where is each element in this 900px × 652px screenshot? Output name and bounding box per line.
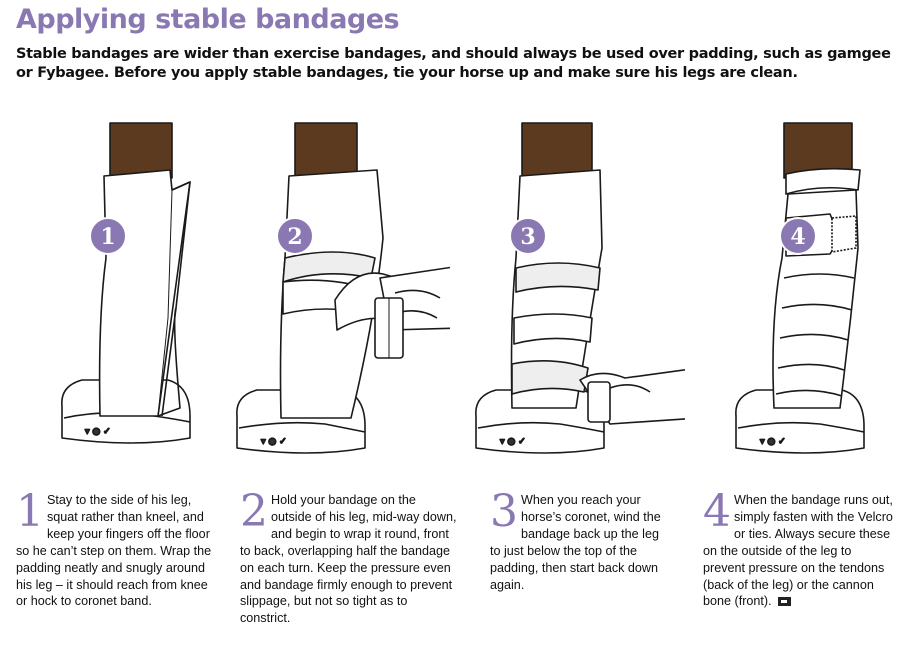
svg-text:3: 3	[520, 224, 535, 250]
step-2-body: Hold your bandage on the outside of his …	[240, 493, 457, 626]
hoof-mark: ▾ ● ✓	[85, 427, 111, 437]
page-title: Applying stable bandages	[16, 4, 400, 35]
step-3-body: When you reach your horse’s coronet, win…	[490, 493, 661, 592]
step-4-text: 4 When the bandage runs out, simply fast…	[703, 486, 893, 610]
svg-text:1: 1	[100, 224, 115, 250]
illustration-step-4: ▾ ● ✓ 4	[735, 122, 865, 454]
step-badge-4: 4	[779, 217, 817, 255]
step-1-number: 1	[16, 486, 44, 537]
illustration-step-3: ▾ ● ✓ 3	[475, 122, 685, 454]
svg-text:▾ ● ✓: ▾ ● ✓	[261, 437, 287, 447]
illustration-step-1: ▾ ● ✓ 1	[61, 122, 191, 444]
svg-text:2: 2	[287, 224, 302, 250]
step-4-body: When the bandage runs out, simply fasten…	[703, 493, 893, 609]
step-3-number: 3	[490, 486, 518, 537]
step-badge-2: 2	[276, 217, 314, 255]
step-2-number: 2	[240, 486, 268, 537]
svg-text:▾ ● ✓: ▾ ● ✓	[500, 437, 526, 447]
camera-credit-icon	[778, 597, 792, 607]
intro-text: Stable bandages are wider than exercise …	[16, 46, 891, 81]
svg-text:4: 4	[790, 224, 805, 250]
step-2-text: 2 Hold your bandage on the outside of hi…	[240, 486, 458, 627]
step-badge-1: 1	[89, 217, 127, 255]
step-badge-3: 3	[509, 217, 547, 255]
step-1-text: 1 Stay to the side of his leg, squat rat…	[16, 486, 220, 610]
svg-text:▾ ● ✓: ▾ ● ✓	[760, 437, 786, 447]
step-1-body: Stay to the side of his leg, squat rathe…	[16, 493, 212, 609]
illustration-step-2: ▾ ● ✓ 2	[236, 122, 450, 454]
step-3-text: 3 When you reach your horse’s coronet, w…	[490, 486, 670, 593]
step-4-number: 4	[703, 486, 731, 537]
